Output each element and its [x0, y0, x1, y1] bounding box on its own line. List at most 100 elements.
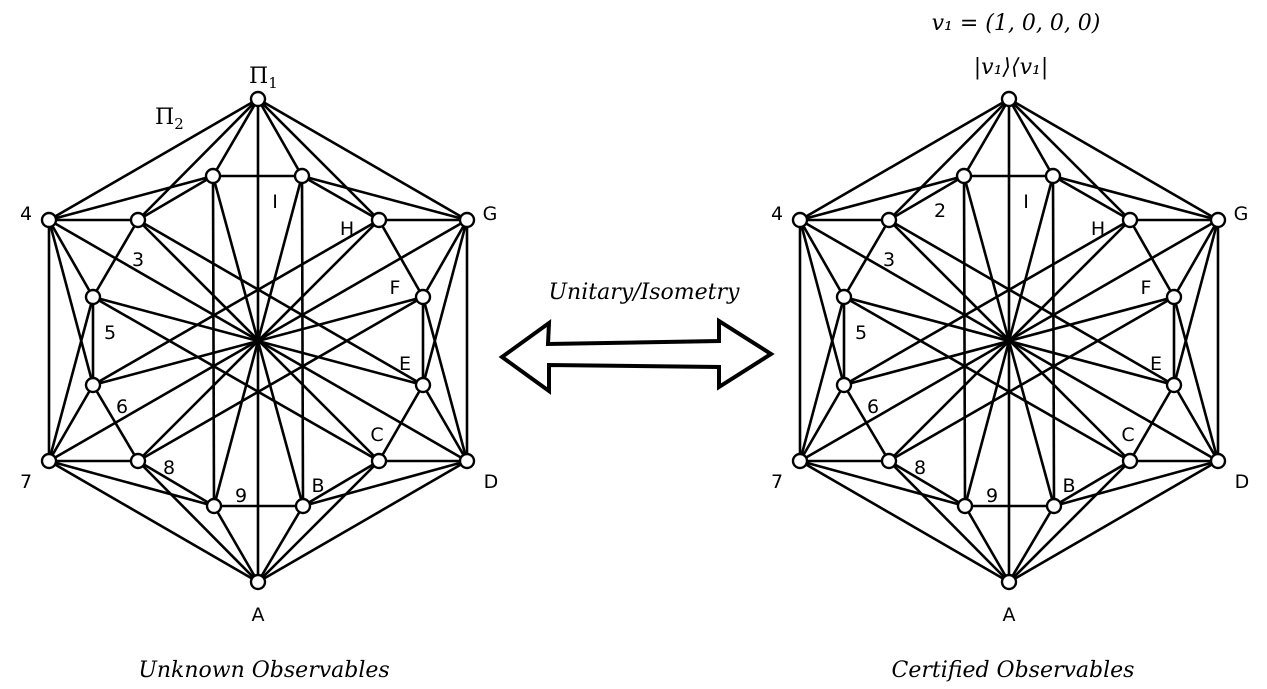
node-6 [835, 376, 853, 394]
node-D [1209, 452, 1227, 470]
edge-C-E [1128, 384, 1176, 462]
edge-A-C [1008, 460, 1131, 583]
node-A [1000, 573, 1018, 591]
node-label-6: 6 [116, 396, 128, 418]
edge-A-9 [963, 505, 1011, 583]
edge-F-8 [888, 295, 1175, 463]
edge-F-H [1128, 219, 1176, 298]
edge-F-H [377, 219, 425, 298]
edge-T-I [256, 98, 304, 177]
edge-7-9 [48, 459, 215, 508]
edge-T-H [1008, 98, 1131, 221]
node-B [294, 497, 312, 515]
node-label-B: B [1062, 475, 1075, 497]
edge-3-E [888, 218, 1175, 387]
edge-D-B [1053, 459, 1219, 508]
node-5 [835, 288, 853, 306]
edge-A-8 [888, 460, 1010, 583]
edge-5-C [92, 295, 380, 463]
edge-3-5 [842, 219, 891, 298]
edge-T-3 [137, 98, 259, 221]
node-label-7: 7 [771, 471, 783, 493]
node-H [1121, 211, 1139, 229]
edge-D-E [421, 384, 469, 462]
node-9 [956, 497, 974, 515]
edge-6-8 [91, 384, 140, 462]
edge-G-E [1172, 219, 1220, 386]
edge-4-2 [799, 174, 965, 222]
edge-A-B [1007, 505, 1056, 583]
edge-5-C [843, 295, 1131, 463]
edge-G-T [1008, 97, 1219, 222]
edge-B-C [302, 459, 380, 508]
caption-certified-observables: Certified Observables [892, 658, 1135, 683]
node-A [249, 573, 267, 591]
node-label-6: 6 [867, 396, 879, 418]
vector-definition: v₁ = (1, 0, 0, 0) [932, 11, 1101, 36]
node-5 [84, 288, 102, 306]
edge-3-E [137, 218, 424, 387]
node-label-5: 5 [104, 322, 116, 344]
node-label-I: I [1023, 191, 1029, 213]
edge-A-C [257, 460, 380, 583]
node-label-G: G [1234, 203, 1249, 225]
node-T [249, 90, 267, 108]
edge-A-B [256, 505, 305, 583]
node-label-8: 8 [914, 457, 926, 479]
edge-4-5 [798, 219, 846, 298]
node-2 [955, 167, 973, 185]
edge-7-A [799, 459, 1010, 584]
node-G [458, 211, 476, 229]
edge-G-F [1172, 219, 1220, 298]
edges [798, 97, 1220, 584]
node-3 [880, 211, 898, 229]
edge-2-3 [137, 174, 214, 222]
node-label-2: 2 [934, 200, 946, 222]
edge-8-9 [137, 459, 215, 508]
edge-7-5 [47, 296, 95, 462]
edge-3-5 [91, 219, 140, 298]
edge-T-2 [962, 98, 1011, 177]
edge-7-6 [798, 384, 846, 462]
node-label-B: B [311, 475, 324, 497]
edge-T-2 [211, 98, 260, 177]
node-B [1045, 497, 1063, 515]
edge-7-5 [798, 296, 846, 462]
node-label-3: 3 [883, 249, 895, 271]
node-label-E: E [399, 353, 411, 375]
edge-2-3 [888, 174, 965, 222]
node-label-I: I [272, 191, 278, 213]
edge-T-4 [48, 97, 259, 222]
node-E [1165, 376, 1183, 394]
edge-A-8 [137, 460, 259, 583]
arrow-label: Unitary/Isometry [549, 280, 741, 305]
edge-F-6 [92, 295, 424, 387]
projector-pi-1-label: Π1 [249, 64, 278, 92]
edge-D-E [1172, 384, 1220, 462]
node-label-H: H [340, 218, 354, 240]
projector-label: |v₁⟩⟨v₁| [974, 55, 1049, 80]
node-6 [84, 376, 102, 394]
node-label-F: F [390, 277, 401, 299]
node-label-G: G [483, 203, 498, 225]
edge-T-3 [888, 98, 1010, 221]
node-label-7: 7 [20, 471, 32, 493]
edge-4-5 [47, 219, 95, 298]
edge-7-A [48, 459, 259, 584]
node-F [1165, 288, 1183, 306]
edge-G-I [1052, 174, 1219, 222]
node-I [293, 167, 311, 185]
edge-D-F [421, 296, 469, 462]
edge-D-F [1172, 296, 1220, 462]
edge-I-B [300, 175, 305, 507]
node-4 [791, 211, 809, 229]
edge-A-D [257, 459, 468, 584]
edge-2-9 [962, 175, 967, 507]
edge-B-C [1053, 459, 1131, 508]
node-label-D: D [1235, 471, 1250, 493]
edge-H-I [301, 174, 380, 222]
node-label-4: 4 [771, 203, 783, 225]
edge-A-D [1008, 459, 1219, 584]
